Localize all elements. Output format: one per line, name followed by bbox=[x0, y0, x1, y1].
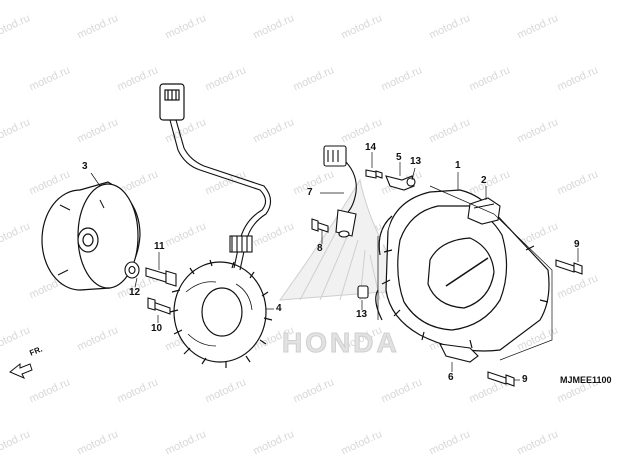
callout-4: 4 bbox=[276, 303, 282, 314]
callout-10: 10 bbox=[151, 323, 163, 334]
front-direction-arrow bbox=[9, 362, 33, 379]
callout-8: 8 bbox=[317, 243, 323, 254]
washer bbox=[124, 261, 140, 279]
callout-13-lower: 13 bbox=[356, 309, 368, 320]
callout-6: 6 bbox=[448, 372, 454, 383]
callout-5: 5 bbox=[396, 152, 402, 163]
reference-lines bbox=[377, 185, 553, 361]
stator-connector bbox=[159, 83, 185, 121]
honda-logo-text: HONDA bbox=[282, 327, 400, 358]
callout-7: 7 bbox=[307, 187, 313, 198]
generator-cover bbox=[375, 189, 550, 352]
harness-bolt bbox=[365, 169, 383, 179]
callout-9-lower: 9 bbox=[522, 374, 528, 385]
diagram-code: MJMEE1100 bbox=[560, 375, 612, 385]
stator-coil bbox=[169, 259, 273, 368]
callout-3: 3 bbox=[82, 161, 88, 172]
callout-14: 14 bbox=[365, 142, 377, 153]
flywheel-bolt bbox=[145, 267, 177, 287]
cover-bolt-lower bbox=[487, 371, 515, 387]
leader-lines bbox=[90, 152, 579, 381]
callout-13-upper: 13 bbox=[410, 156, 422, 167]
callout-9-upper: 9 bbox=[574, 239, 580, 250]
grommet-upper bbox=[406, 177, 416, 187]
stator-bolt bbox=[147, 297, 171, 315]
callout-1: 1 bbox=[455, 160, 461, 171]
cover-cap bbox=[467, 197, 501, 225]
callout-12: 12 bbox=[129, 287, 141, 298]
stator-wire-harness bbox=[169, 119, 272, 271]
pulse-sensor bbox=[323, 145, 357, 238]
dowel-pin bbox=[357, 285, 369, 299]
cable-bracket bbox=[439, 343, 479, 363]
sensor-bolt bbox=[311, 218, 329, 233]
callout-11: 11 bbox=[154, 241, 165, 252]
flywheel-rotor bbox=[41, 181, 141, 291]
callout-2: 2 bbox=[481, 175, 487, 186]
cover-bolt-upper bbox=[555, 259, 583, 275]
wire-clamp bbox=[385, 175, 415, 191]
honda-wing-logo: HONDA bbox=[278, 178, 411, 359]
